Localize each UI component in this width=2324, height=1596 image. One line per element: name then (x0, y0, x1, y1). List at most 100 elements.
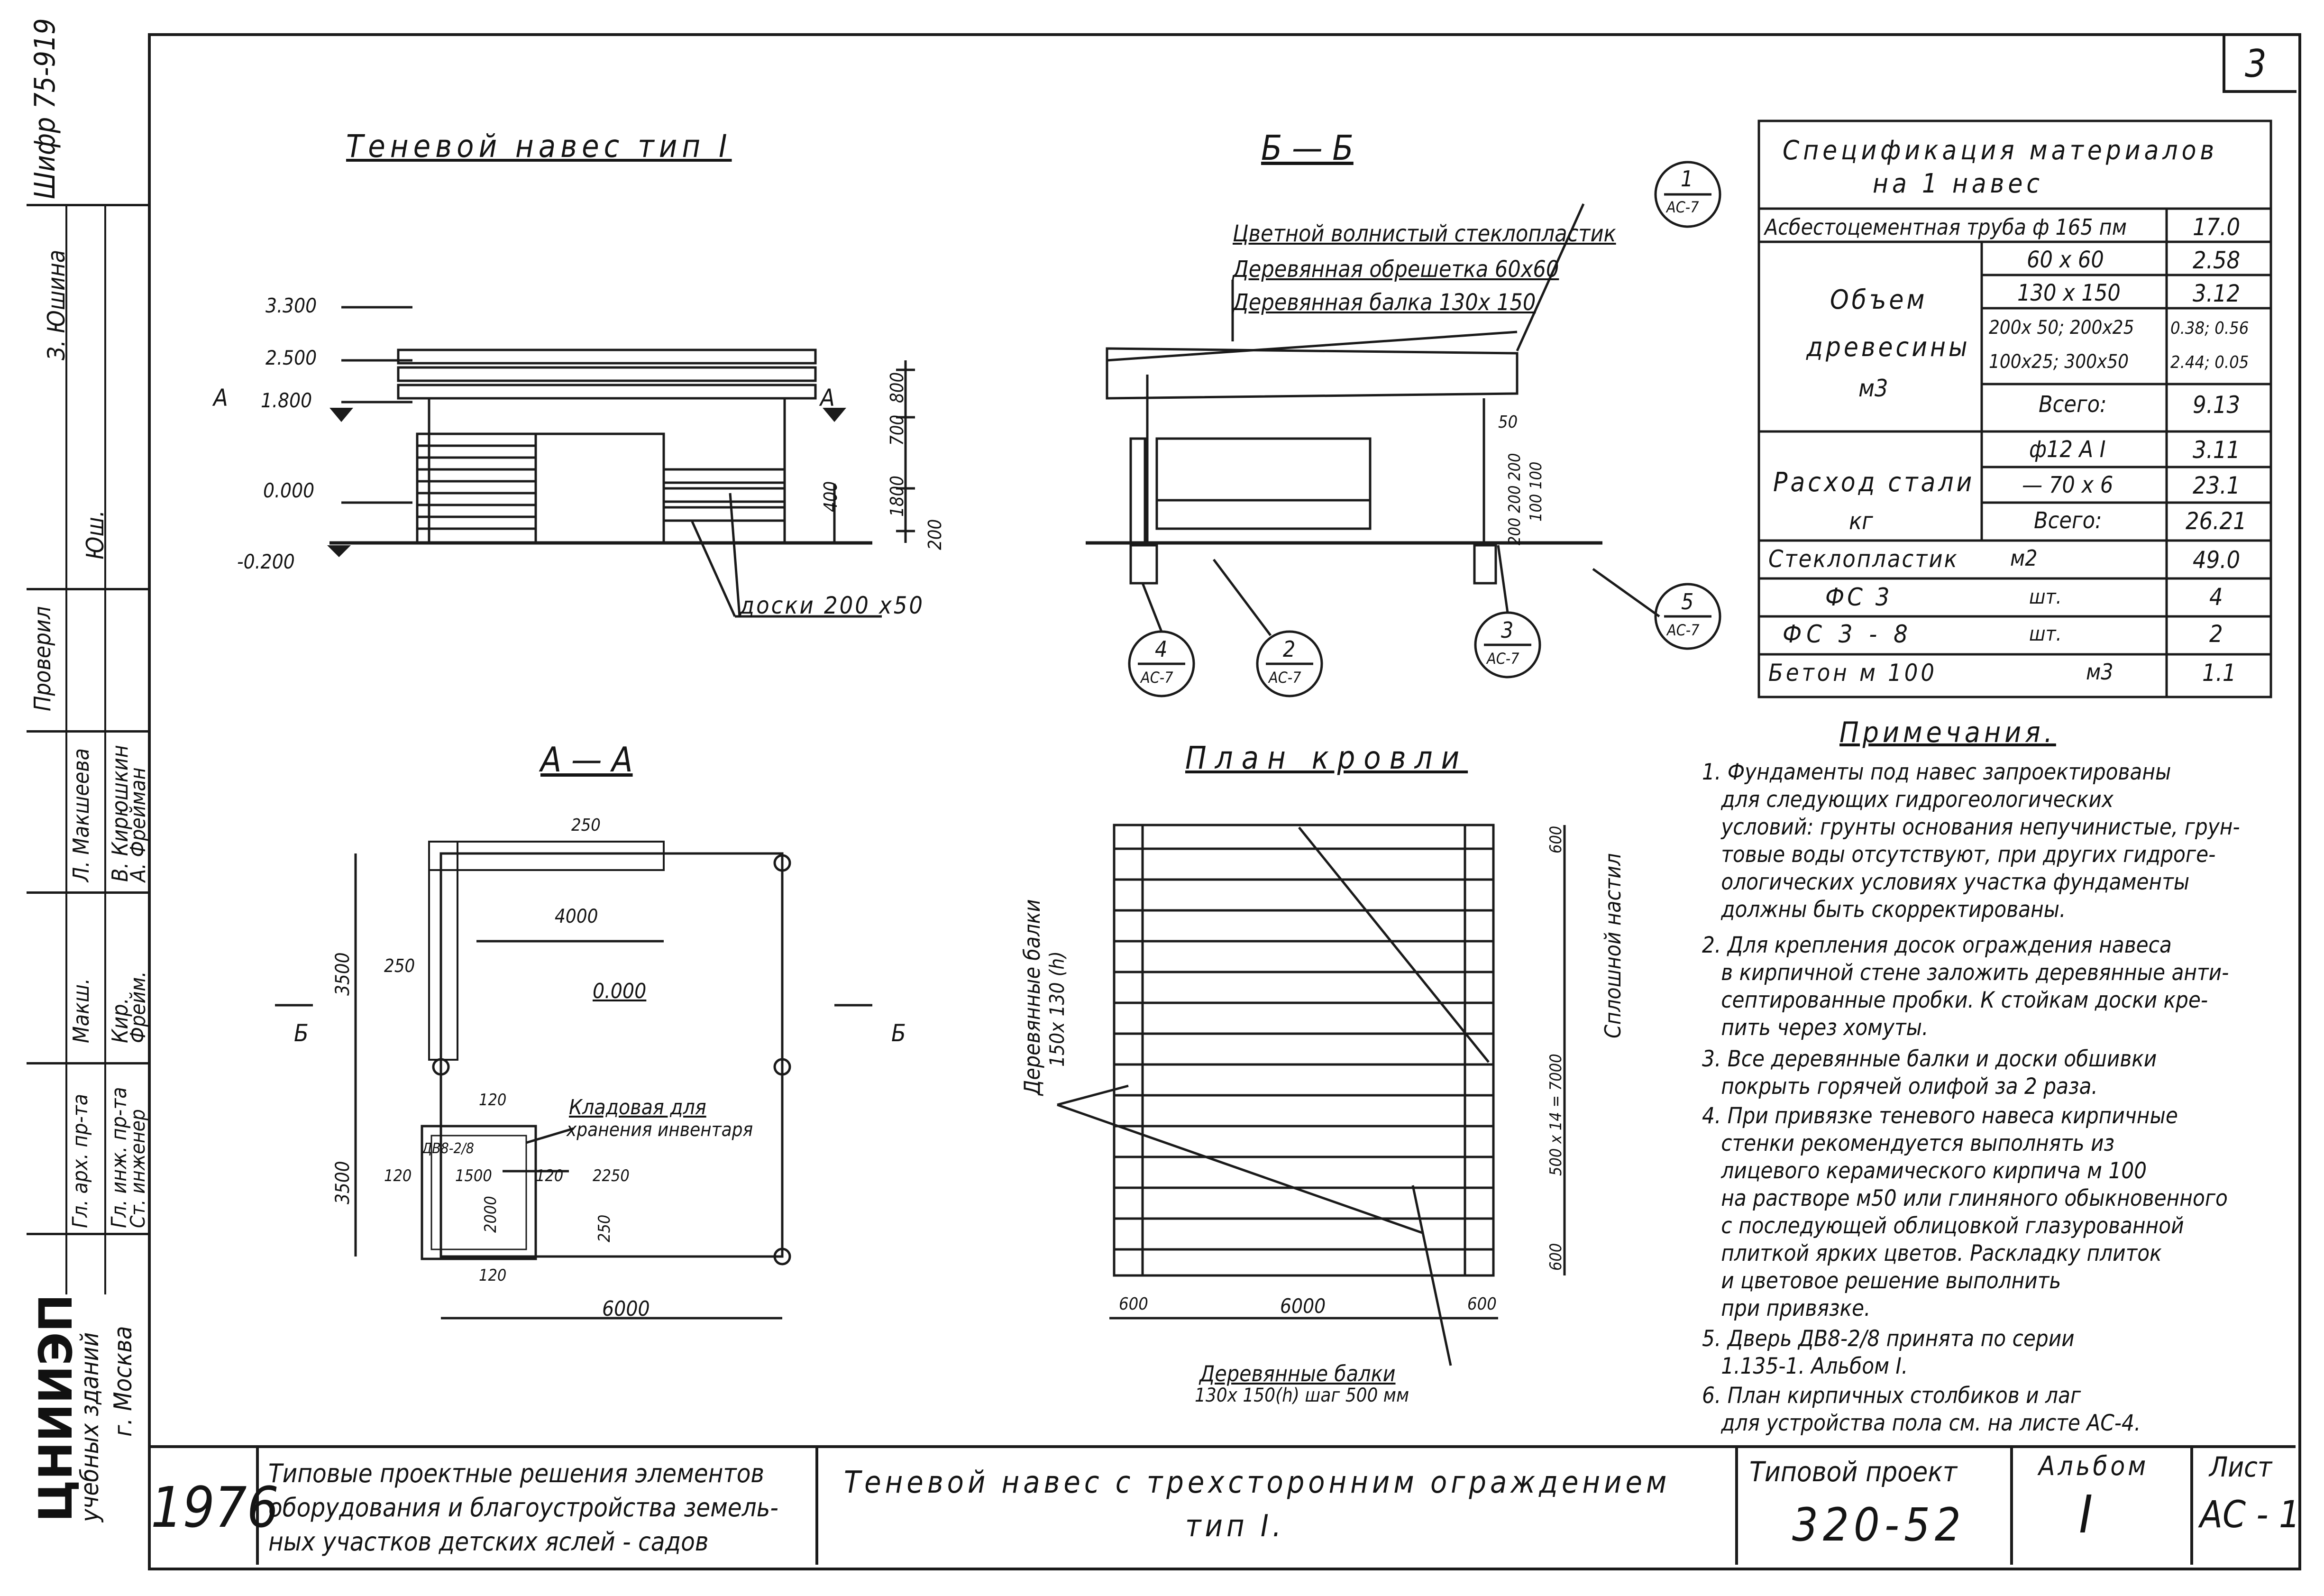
left-stamp-row-5 (27, 1062, 148, 1064)
album-number: I (2079, 1484, 2093, 1545)
facade-level-3: 1.800 (261, 389, 312, 412)
spec-row-5-sub: 100x25; 300x50 (1989, 351, 2129, 373)
spec-row-6-value: 9.13 (2193, 391, 2241, 419)
spec-steel-group-1: Расход стали (1773, 467, 1975, 498)
title-block-divider-4 (2010, 1445, 2013, 1565)
aa-level: 0.000 (593, 979, 647, 1003)
callout-3-ref: АС-7 (1487, 650, 1519, 668)
aa-dim-250-top: 250 (571, 816, 601, 835)
notes-title: Примечания. (1839, 716, 2056, 749)
aa-dim-120-d: 120 (479, 1266, 507, 1285)
roof-beams-label-1: Деревянные балки (1019, 899, 1045, 1095)
callout-5-num: 5 (1681, 589, 1694, 615)
note-5: 5. Дверь ДВ8-2/8 принята по серии 1.135-… (1702, 1326, 2075, 1379)
sheet-code: АС - 1 (2200, 1494, 2300, 1536)
spec-row-11-name: ФС 3 (1825, 583, 1893, 612)
spec-title-1: Спецификация материалов (1783, 135, 2218, 166)
spec-title-2: на 1 навес (1873, 168, 2044, 199)
left-stamp-row-3 (27, 730, 148, 733)
left-stamp-col-1 (65, 204, 67, 1294)
spec-row-11-value: 4 (2209, 583, 2223, 611)
title-block-divider-1 (256, 1445, 259, 1565)
facade-title: Теневой навес тип I (346, 128, 732, 165)
spec-table-lines (1757, 119, 2272, 698)
callout-1-ref: АС-7 (1666, 198, 1699, 216)
spec-steel-group-2: кг (1849, 507, 1873, 535)
aa-door: ДВ8-2/8 (422, 1140, 474, 1157)
section-aa-title: А — А (540, 740, 633, 780)
facade-dim-200: 200 (924, 519, 945, 550)
callout-2-num: 2 (1283, 636, 1296, 662)
spec-row-10-name: Стеклопластик (1768, 545, 1958, 573)
left-stamp-row-1 (27, 204, 148, 206)
spec-row-3-sub: 130 x 150 (2017, 280, 2121, 306)
spec-row-13-value: 1.1 (2202, 659, 2236, 687)
project-number: 320-52 (1792, 1498, 1966, 1551)
note-4: 4. При привязке теневого навеса кирпичны… (1702, 1103, 2228, 1321)
spec-row-4-value: 0.38; 0.56 (2170, 319, 2249, 338)
callout-4-num: 4 (1155, 636, 1168, 662)
spec-row-9-sub: Всего: (2034, 507, 2102, 534)
aa-dim-120-a: 120 (479, 1091, 507, 1110)
callout-1-num: 1 (1681, 166, 1693, 192)
left-stamp-row-6 (27, 1233, 148, 1235)
aa-dim-2000: 2000 (481, 1196, 500, 1233)
album-label: Альбом (2039, 1451, 2149, 1482)
spec-row-10-sub: м2 (2010, 545, 2038, 571)
bb-dim-200s: 200 200 200 (1505, 453, 1524, 545)
series-title-2: оборудования и благоустройства земель- (268, 1493, 778, 1523)
spec-row-4-sub: 200x 50; 200x25 (1989, 317, 2134, 339)
callout-2-ref: АС-7 (1269, 669, 1301, 687)
sheet-number: 3 (2245, 42, 2267, 86)
aa-dim-3500-top: 3500 (332, 952, 354, 996)
spec-wood-group-1: Объем (1830, 284, 1928, 315)
note-1: 1. Фундаменты под навес запроектированы … (1702, 759, 2240, 923)
spec-row-1-name: Асбестоцементная труба ф 165 пм (1765, 214, 2127, 240)
roof-dim-600-right: 600 (1467, 1294, 1497, 1314)
spec-row-12-name: ФС 3 - 8 (1783, 620, 1912, 649)
spec-row-13-sub: м3 (2086, 659, 2114, 685)
aa-cut-right: Б (891, 1019, 906, 1047)
note-2: 2. Для крепления досок ограждения навеса… (1702, 932, 2229, 1041)
title-block-divider-3 (1735, 1445, 1738, 1565)
callout-3-num: 3 (1501, 617, 1514, 643)
section-bb-title: Б — Б (1261, 128, 1354, 168)
title-block-divider-2 (815, 1445, 818, 1565)
aa-storage-2: хранения инвентаря (567, 1119, 753, 1141)
title-block (148, 1445, 2296, 1568)
title-block-divider-5 (2190, 1445, 2193, 1565)
spec-row-3-value: 3.12 (2193, 280, 2241, 307)
spec-row-2-sub: 60 x 60 (2027, 247, 2104, 273)
bb-label-3: Деревянная балка 130x 150 (1233, 289, 1536, 316)
spec-row-10-value: 49.0 (2193, 546, 2241, 574)
roof-dim-7000: 500 x 14 = 7000 (1546, 1054, 1565, 1176)
facade-dim-400: 400 (820, 481, 841, 512)
left-stamp-border (27, 33, 151, 1565)
roof-solid-deck: Сплошной настил (1600, 853, 1626, 1038)
left-stamp-row-2 (27, 588, 148, 590)
project-label: Типовой проект (1749, 1456, 1958, 1488)
aa-dim-1500: 1500 (455, 1166, 492, 1185)
aa-dim-120-b: 120 (384, 1166, 412, 1185)
aa-dim-250-right: 250 (595, 1214, 614, 1242)
bb-label-2: Деревянная обрешетка 60x60 (1233, 256, 1559, 283)
drawing-title-1: Теневой навес с трехсторонним ограждение… (844, 1465, 1671, 1500)
spec-row-11-sub: шт. (2029, 585, 2062, 608)
spec-row-1-value: 17.0 (2193, 213, 2241, 241)
facade-dim-1800: 1800 (887, 476, 907, 517)
roof-dim-600-top: 600 (1546, 826, 1565, 853)
roof-bottom-label-2: 130x 150(h) шаг 500 мм (1195, 1385, 1409, 1406)
spec-row-8-sub: — 70 x 6 (2022, 472, 2114, 498)
facade-level-4: 0.000 (263, 479, 315, 502)
roof-bottom-label-1: Деревянные балки (1199, 1361, 1396, 1386)
aa-dim-4000: 4000 (555, 906, 598, 927)
spec-row-13-name: Бетон м 100 (1768, 659, 1938, 687)
left-stamp-row-4 (27, 891, 148, 894)
left-stamp-col-2 (104, 204, 106, 1294)
bb-dim-50: 50 (1498, 413, 1518, 432)
aa-cut-left: Б (294, 1019, 309, 1047)
sheet-number-box (2223, 33, 2297, 93)
spec-wood-group-2: древесины (1806, 332, 1970, 363)
spec-row-6-sub: Всего: (2039, 391, 2107, 418)
spec-row-5-value: 2.44; 0.05 (2170, 353, 2249, 372)
